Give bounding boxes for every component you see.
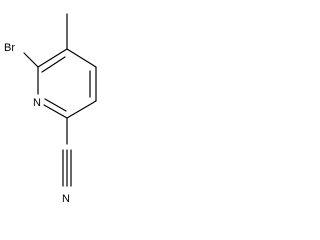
bonds	[23, 13, 97, 187]
bond-c6-n1	[43, 104, 68, 119]
bond-c5-c6	[66, 100, 97, 119]
ring-nitrogen-label: N	[33, 97, 41, 109]
bond-c2-c3	[37, 48, 68, 68]
bond-c3-c4	[66, 48, 97, 68]
bond-c2-br	[23, 52, 39, 68]
bromine-label: Br	[4, 42, 15, 54]
bond-c2-c3-inner	[41, 56, 66, 73]
nitrile-nitrogen-label: N	[62, 193, 70, 205]
structure-diagram: Br N N	[4, 13, 97, 205]
bond-c6-n1-inner	[44, 98, 67, 112]
